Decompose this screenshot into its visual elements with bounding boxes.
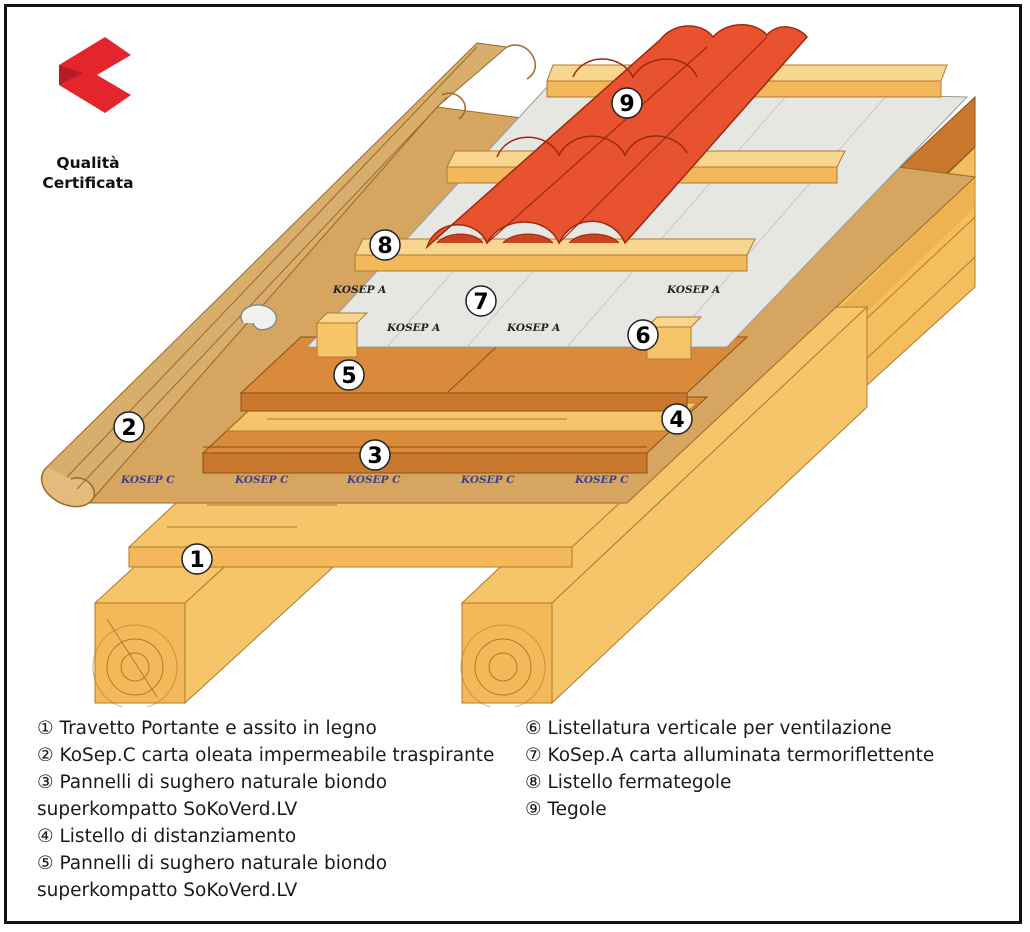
callout-1: 1 <box>181 543 213 575</box>
callout-7: 7 <box>465 285 497 317</box>
legend-marker: ④ <box>37 826 54 847</box>
legend-item-5-continued: superkompatto SoKoVerd.LV <box>37 880 298 901</box>
svg-text:8: 8 <box>377 234 392 259</box>
certification-logo-icon <box>59 37 131 113</box>
brand-label-c-3: KOSEP C <box>346 474 401 486</box>
brand-label-c-2: KOSEP C <box>234 474 289 486</box>
brand-labels: KOSEP C KOSEP C KOSEP C KOSEP C KOSEP C … <box>120 284 720 486</box>
callout-3: 3 <box>359 439 391 471</box>
callout-5: 5 <box>333 359 365 391</box>
legend-item-8: ⑧ Listello fermategole <box>525 769 934 796</box>
legend-text: Pannelli di sughero naturale biondo <box>59 853 388 874</box>
svg-text:7: 7 <box>473 290 488 315</box>
callout-4: 4 <box>661 403 693 435</box>
legend-item-9: ⑨ Tegole <box>525 796 934 823</box>
legend-text: KoSep.C carta oleata impermeabile traspi… <box>59 745 495 766</box>
certification-line-2: Certificata <box>42 174 134 192</box>
callout-9: 9 <box>611 87 643 119</box>
brand-label-a-1: KOSEP A <box>332 284 386 296</box>
legend-marker: ① <box>37 718 54 739</box>
certification-line-1: Qualità <box>56 154 120 172</box>
brand-label-c-4: KOSEP C <box>460 474 515 486</box>
legend-item-3-continued: superkompatto SoKoVerd.LV <box>37 799 298 820</box>
callout-8: 8 <box>369 229 401 261</box>
legend-text: Travetto Portante e assito in legno <box>59 718 377 739</box>
legend-text: Tegole <box>547 799 607 820</box>
legend-right: ⑥ Listellatura verticale per ventilazion… <box>525 715 934 823</box>
roof-tiles <box>425 24 808 250</box>
svg-text:4: 4 <box>669 408 684 433</box>
legend-text: Pannelli di sughero naturale biondo <box>59 772 388 793</box>
legend-item-7: ⑦ KoSep.A carta alluminata termoriflette… <box>525 742 934 769</box>
svg-text:1: 1 <box>189 548 204 573</box>
callout-6: 6 <box>627 319 659 351</box>
legend-marker: ⑤ <box>37 853 54 874</box>
legend-item-3: ③ Pannelli di sughero naturale biondo <box>37 769 494 796</box>
legend-marker: ⑧ <box>525 772 542 793</box>
callouts: 1 2 3 4 5 6 7 8 9 <box>113 87 693 575</box>
legend-text: Listello fermategole <box>547 772 732 793</box>
legend-marker: ② <box>37 745 54 766</box>
legend-marker: ⑦ <box>525 745 542 766</box>
diagram-frame: KOSEP C KOSEP C KOSEP C KOSEP C KOSEP C … <box>4 4 1022 924</box>
legend-marker: ⑥ <box>525 718 542 739</box>
svg-text:2: 2 <box>121 416 136 441</box>
callout-2: 2 <box>113 411 145 443</box>
svg-text:3: 3 <box>367 444 382 469</box>
legend-left: ① Travetto Portante e assito in legno ② … <box>37 715 494 904</box>
brand-label-a-3: KOSEP A <box>506 322 560 334</box>
svg-text:5: 5 <box>341 364 356 389</box>
legend-marker: ③ <box>37 772 54 793</box>
legend-item-4: ④ Listello di distanziamento <box>37 823 494 850</box>
roof-diagram: KOSEP C KOSEP C KOSEP C KOSEP C KOSEP C … <box>40 24 977 707</box>
legend-text: Listello di distanziamento <box>59 826 297 847</box>
legend-item-5: ⑤ Pannelli di sughero naturale biondo <box>37 850 494 877</box>
legend-text: Listellatura verticale per ventilazione <box>547 718 892 739</box>
brand-label-a-4: KOSEP A <box>666 284 720 296</box>
brand-label-c-1: KOSEP C <box>120 474 175 486</box>
cork-panel-upper <box>239 336 749 412</box>
svg-text:9: 9 <box>619 92 634 117</box>
legend-item-2: ② KoSep.C carta oleata impermeabile tras… <box>37 742 494 769</box>
certification-caption: Qualità Certificata <box>33 153 143 193</box>
legend-text: KoSep.A carta alluminata termoriflettent… <box>547 745 935 766</box>
svg-text:6: 6 <box>635 324 650 349</box>
brand-label-c-5: KOSEP C <box>574 474 629 486</box>
legend-item-6: ⑥ Listellatura verticale per ventilazion… <box>525 715 934 742</box>
brand-label-a-2: KOSEP A <box>386 322 440 334</box>
legend-marker: ⑨ <box>525 799 542 820</box>
legend-item-1: ① Travetto Portante e assito in legno <box>37 715 494 742</box>
